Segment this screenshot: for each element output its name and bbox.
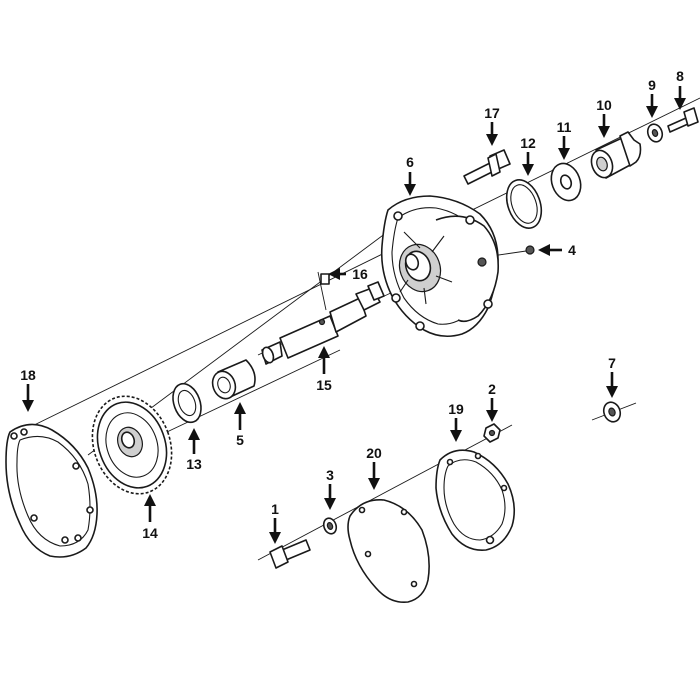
callout-9: 9 <box>648 77 656 93</box>
callout-19: 19 <box>448 401 464 417</box>
callout-6: 6 <box>406 154 414 170</box>
bushing-part-5 <box>211 359 256 400</box>
nut-part-4 <box>525 245 535 255</box>
callout-5: 5 <box>236 432 244 448</box>
bolt-part-8 <box>667 107 699 133</box>
washer-part-13 <box>172 382 202 424</box>
housing-part-6 <box>380 195 500 338</box>
plug-part-16 <box>320 273 330 285</box>
shaft-part-15 <box>261 281 385 365</box>
cover-plate-part-20 <box>347 499 430 604</box>
callout-17: 17 <box>484 105 500 121</box>
callout-13: 13 <box>186 456 202 472</box>
callout-11: 11 <box>557 119 572 135</box>
callout-labels: 1 2 3 4 5 6 7 8 9 10 11 12 13 14 15 16 1… <box>20 68 684 541</box>
callout-4: 4 <box>568 242 576 258</box>
nut-part-3 <box>322 517 338 535</box>
callout-16: 16 <box>352 266 368 282</box>
nut-part-2 <box>483 423 501 443</box>
callout-12: 12 <box>520 135 536 151</box>
callout-2: 2 <box>488 381 496 397</box>
coupling-part-10 <box>590 131 642 179</box>
bolt-part-17 <box>463 149 511 185</box>
gasket-part-18 <box>5 423 98 558</box>
washer-part-11 <box>550 162 582 202</box>
callout-3: 3 <box>326 467 334 483</box>
callout-7: 7 <box>608 355 616 371</box>
callout-8: 8 <box>676 68 684 84</box>
callout-10: 10 <box>596 97 612 113</box>
gasket-part-19 <box>435 449 516 551</box>
callout-arrows <box>22 86 686 544</box>
callout-20: 20 <box>366 445 382 461</box>
washer-part-9 <box>646 123 664 143</box>
callout-15: 15 <box>316 377 332 393</box>
bolt-part-1 <box>269 539 311 569</box>
callout-18: 18 <box>20 367 36 383</box>
ring-part-12 <box>505 179 543 229</box>
washer-part-7 <box>602 401 622 423</box>
callout-1: 1 <box>271 501 279 517</box>
gear-part-14 <box>91 395 173 495</box>
callout-14: 14 <box>142 525 158 541</box>
